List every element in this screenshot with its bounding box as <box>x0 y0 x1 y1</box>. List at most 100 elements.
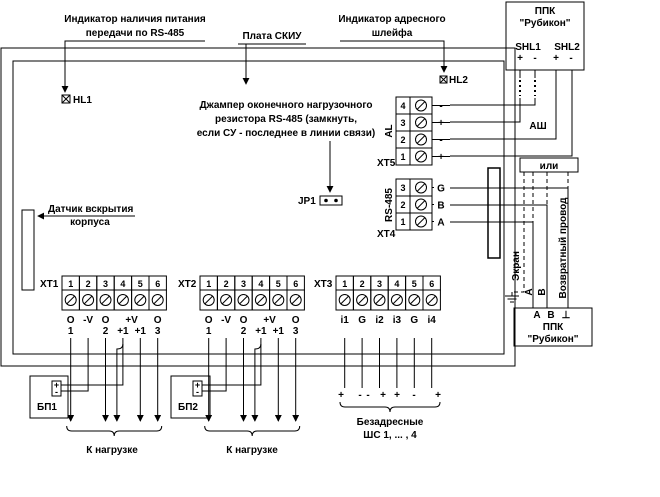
output-circuits: +--++-+ <box>61 338 441 437</box>
xt5-screw-terminal <box>415 99 427 112</box>
rs485-bus-wiring <box>450 172 569 308</box>
xt2-output-number: 3 <box>293 326 299 337</box>
jumper-note-line-3: если СУ - последнее в линии связи) <box>197 128 376 139</box>
ppk-bottom-name: "Рубикон" <box>527 333 578 345</box>
power-supply-bp1: + - БП1 <box>29 375 69 419</box>
ppk-bottom-title: ППК <box>543 322 564 333</box>
xt5-polarity-sign: - <box>439 101 442 112</box>
xt3-screw-terminal <box>373 294 386 306</box>
xt2-terminal-number: 6 <box>293 279 298 289</box>
jumper-jp1-icon <box>319 195 343 206</box>
xt2-load-brace <box>204 425 301 437</box>
or-label: или <box>540 161 559 172</box>
xt5-screw-terminal <box>415 116 427 129</box>
xt1-supply-plus-wire <box>61 338 124 386</box>
xt3-zone-polarity-sign: + <box>338 390 344 401</box>
xt1-output-number: 1 <box>68 326 74 337</box>
xt2-supply-plus-label: +V <box>263 315 276 326</box>
xt3-terminal-number: 4 <box>394 279 399 289</box>
xt4-screw-slot <box>416 183 426 192</box>
hl1-leader-arrow <box>61 40 205 93</box>
xt1-terminal-number: 3 <box>103 279 108 289</box>
xt2-output-label: -V <box>221 315 231 326</box>
xt3-screw-slot <box>427 295 437 305</box>
power-indicator-title-line-2: передачи по RS-485 <box>86 28 185 39</box>
ppk-top-sign: + <box>517 53 523 64</box>
power-indicator-title-line-1: Индикатор наличия питания <box>64 14 206 25</box>
xt2-screw-slot <box>204 295 214 305</box>
ppk-top-shl2: SHL2 <box>554 42 580 53</box>
xt3-terminal-number: 1 <box>342 279 347 289</box>
ppk-top-name: "Рубикон" <box>519 17 570 29</box>
xt5-polarity-sign: + <box>438 152 444 163</box>
xt2-screw-slot <box>221 295 231 305</box>
xt2-load-branch-wire <box>251 343 262 422</box>
bp1-label: БП1 <box>37 402 57 413</box>
bp2-label: БП2 <box>178 402 198 413</box>
xt3-screw-cell <box>422 289 441 311</box>
xt3-screw-terminal <box>425 294 438 306</box>
xt2-screw-terminal <box>237 294 250 306</box>
xt3-zone-polarity-sign: - <box>412 390 415 401</box>
xt2-output-number: +1 <box>273 326 285 337</box>
xt3-screw-terminal <box>390 294 403 306</box>
xt3-screw-slot <box>357 295 367 305</box>
bp1-plus-sign: + <box>54 380 59 390</box>
xt1-terminal-number: 2 <box>86 279 91 289</box>
xt3-terminal-number: 3 <box>377 279 382 289</box>
ppk-top-sign: - <box>533 53 536 64</box>
xt1-supply-plus-label: +V <box>125 315 138 326</box>
address-loop-wiring <box>450 70 573 157</box>
xt2-output-label: О <box>292 315 300 326</box>
bp1-minus-sign: - <box>55 387 58 397</box>
ppk-top-sign: - <box>569 53 572 64</box>
xt4-signal-label: G <box>437 184 445 195</box>
xt1-screw-terminal <box>99 294 112 306</box>
ppk-bottom-box <box>513 307 593 347</box>
xt2-supply-plus-wire <box>202 338 262 386</box>
xt3-terminal-number: 5 <box>412 279 417 289</box>
xt2-output-number: 1 <box>206 326 212 337</box>
xt1-terminal-number: 5 <box>138 279 143 289</box>
xt2-screw-slot <box>291 295 301 305</box>
xt1-screw-slot <box>135 295 145 305</box>
jumper-name: JP1 <box>298 196 316 207</box>
xt1-terminal-number: 6 <box>155 279 160 289</box>
power-supply-bp2: + - БП2 <box>170 375 211 419</box>
xt2-output-label: О <box>205 315 213 326</box>
xt1-screw-cell <box>148 289 167 311</box>
xt3-zone-polarity-sign: + <box>394 390 400 401</box>
xt5-terminal-number: 1 <box>400 152 405 162</box>
board-panel <box>12 60 505 355</box>
xt5-screw-slot <box>416 118 426 127</box>
zones-brace <box>339 401 441 413</box>
jumper-note-line-1: Джампер оконечного нагрузочного <box>200 100 373 111</box>
xt3-zone-polarity-sign: + <box>435 390 441 401</box>
xt5-terminal-number: 4 <box>400 101 405 111</box>
xt3-input-label: G <box>358 315 366 326</box>
jumper-note-line-2: резистора RS-485 (замкнуть, <box>215 114 357 125</box>
ppk-top-shl1: SHL1 <box>515 42 541 53</box>
ppk-bottom-terminal: A <box>533 310 540 321</box>
xt2-screw-terminal <box>202 294 215 306</box>
xt3-terminal-number: 6 <box>429 279 434 289</box>
xt2-terminal-number: 5 <box>276 279 281 289</box>
xt2-screw-terminal <box>272 294 285 306</box>
xt5-screw-slot <box>416 152 426 161</box>
xt3-input-label: G <box>410 315 418 326</box>
xt1-screw-slot <box>101 295 110 305</box>
xt1-output-number: +1 <box>117 326 129 337</box>
xt2-terminal-number: 1 <box>206 279 211 289</box>
xt2-screw-slot <box>256 295 266 305</box>
hl1-label: HL1 <box>73 95 92 106</box>
xt2-screw-terminal <box>289 294 302 306</box>
zones-label-line-1: Безадресные <box>357 417 424 428</box>
xt1-screw-slot <box>153 295 163 305</box>
tamper-sensor <box>21 209 35 291</box>
xt2-screw-slot <box>273 295 283 305</box>
xt4-screw-terminal <box>415 181 427 194</box>
